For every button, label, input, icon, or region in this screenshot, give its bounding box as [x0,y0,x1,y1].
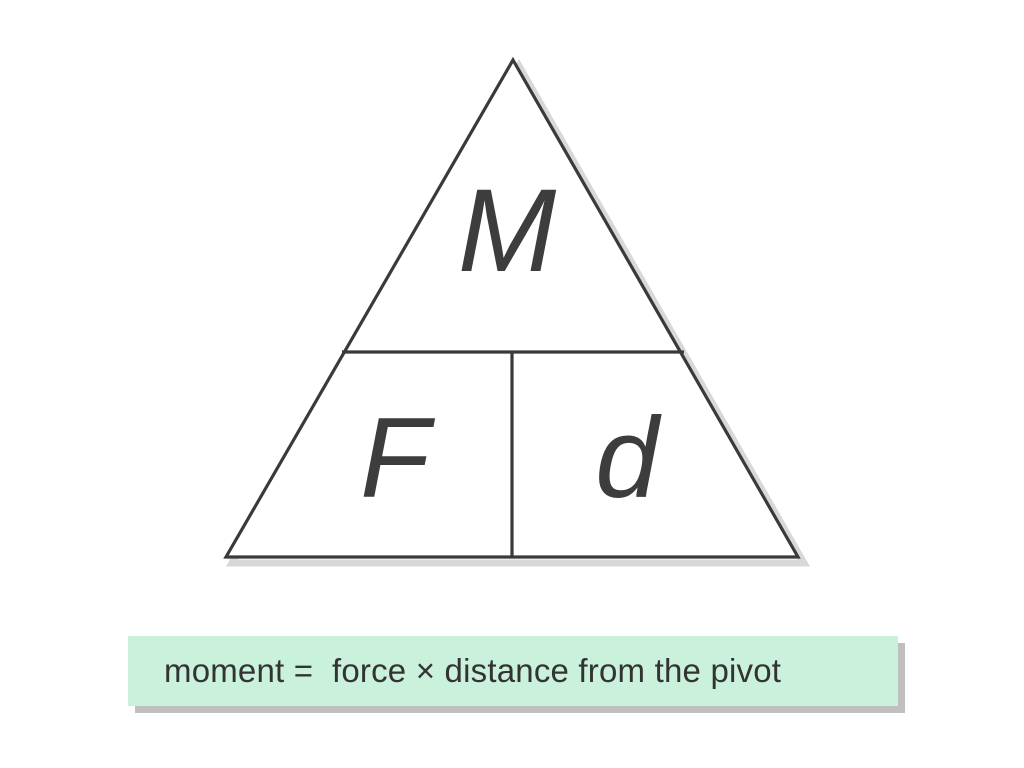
caption-box: moment = force × distance from the pivot [128,636,898,706]
caption-formula-text: moment = force × distance from the pivot [164,652,782,689]
triangle-label-moment: M [457,165,557,297]
formula-triangle: M F d [223,56,811,567]
triangle-label-distance: d [595,395,659,522]
caption-banner: moment = force × distance from the pivot [128,636,905,713]
triangle-graphic [223,56,811,567]
triangle-label-force: F [360,395,430,522]
